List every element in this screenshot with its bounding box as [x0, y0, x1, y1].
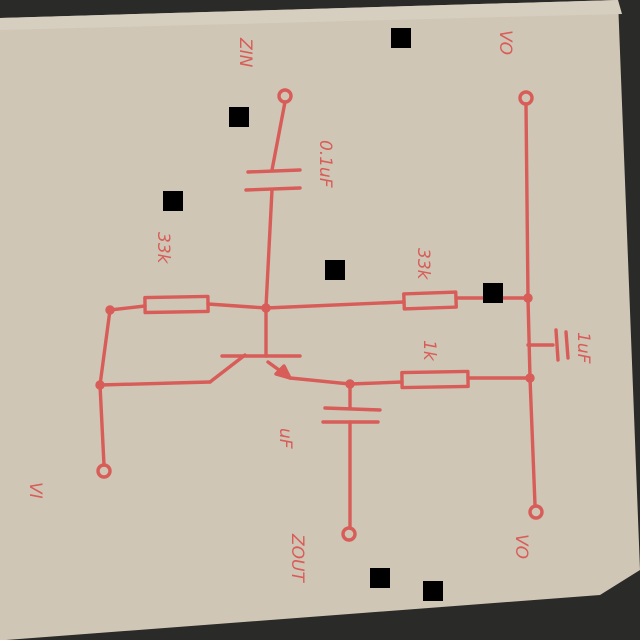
- label-res-right-mid: 1k: [419, 340, 439, 362]
- marker-2: [229, 107, 249, 127]
- circuit-wiring: [95, 88, 570, 542]
- marker-7: [423, 581, 443, 601]
- label-cap-top: 0.1uF: [315, 140, 335, 188]
- cap-right-plate-1: [554, 328, 560, 362]
- label-vi: VI: [25, 482, 45, 499]
- terminal-zout: [341, 526, 357, 542]
- label-zin: ZIN: [235, 37, 255, 68]
- terminal-vo-bottom: [528, 504, 544, 520]
- transistor-base: [208, 353, 247, 384]
- cap-right-plate-2: [564, 330, 570, 360]
- terminal-vi: [96, 463, 112, 479]
- label-cap-bottom: uF: [275, 428, 295, 449]
- cap-top-plate-1: [246, 168, 302, 174]
- marker-3: [163, 191, 183, 211]
- label-vo-bottom: VO: [511, 534, 531, 559]
- paper-highlight: [0, 0, 622, 30]
- label-res-right-top: 33k: [413, 248, 433, 281]
- label-vo-top: VO: [495, 30, 515, 55]
- marker-1: [391, 28, 411, 48]
- marker-4: [325, 260, 345, 280]
- cap-bottom-plate-1: [323, 406, 382, 412]
- marker-5: [483, 283, 503, 303]
- label-zout: ZOUT: [287, 533, 307, 583]
- redaction-markers: [163, 28, 503, 601]
- label-cap-right: 1uF: [573, 332, 593, 364]
- marker-6: [370, 568, 390, 588]
- label-res-left: 33k: [153, 232, 173, 265]
